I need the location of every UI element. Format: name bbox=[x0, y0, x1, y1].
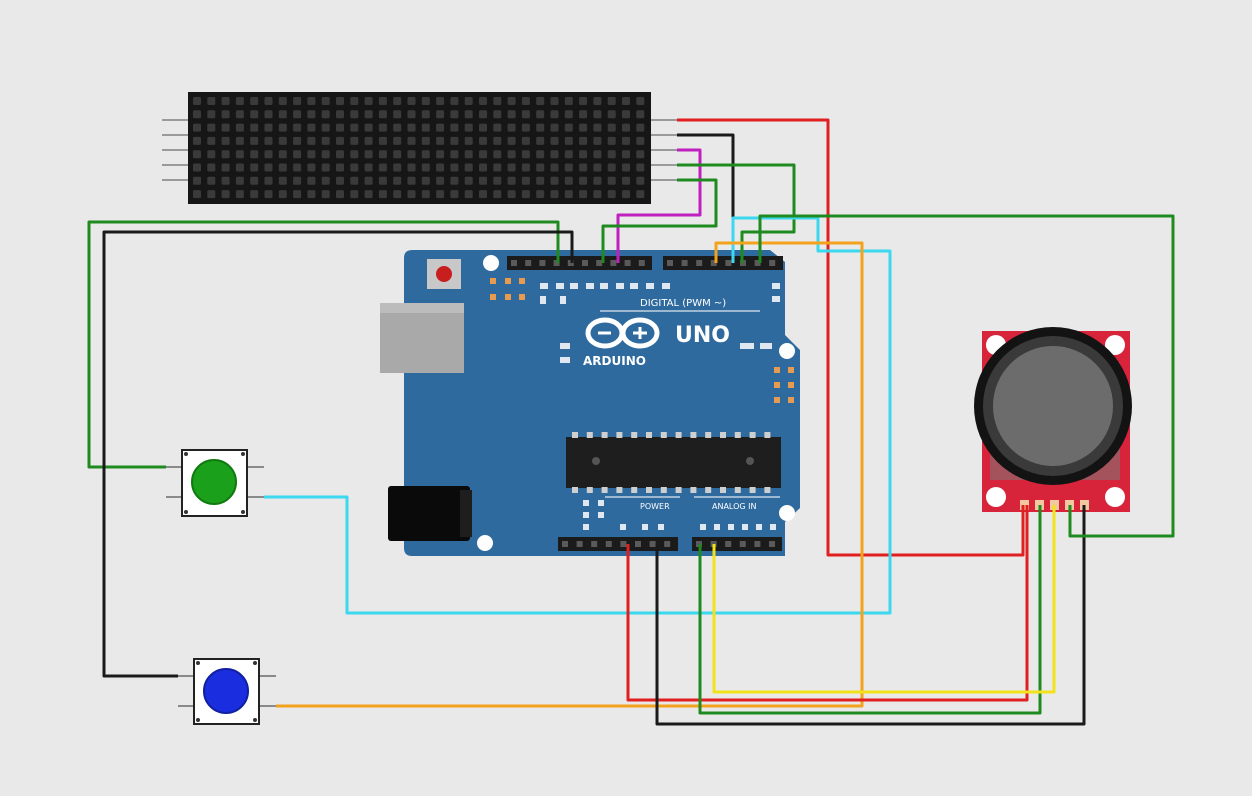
icsp-header bbox=[490, 278, 525, 300]
usb-connector bbox=[380, 303, 464, 373]
arduino-logo-text: ARDUINO bbox=[583, 354, 646, 368]
analog-header bbox=[692, 537, 782, 551]
wire-joystick-vry bbox=[712, 505, 1056, 694]
mounting-hole bbox=[1105, 487, 1125, 507]
wire-joystick-vrx bbox=[698, 505, 1042, 715]
mounting-hole bbox=[477, 535, 493, 551]
mounting-hole bbox=[483, 255, 499, 271]
wire-matrix-din bbox=[616, 148, 702, 263]
wire-blue-button-signal bbox=[102, 230, 574, 678]
joystick-module bbox=[974, 327, 1132, 512]
digital-header-right bbox=[663, 256, 783, 270]
green-pushbutton bbox=[166, 449, 264, 517]
wire-matrix-clk bbox=[601, 178, 718, 263]
power-header bbox=[558, 537, 678, 551]
joystick-thumbstick bbox=[993, 346, 1113, 466]
wire-matrix-vcc bbox=[677, 118, 1025, 557]
wire-joystick-vcc bbox=[626, 505, 1029, 702]
mounting-hole bbox=[779, 505, 795, 521]
arduino-logo-icon bbox=[585, 317, 660, 349]
wire-joystick-gnd bbox=[655, 505, 1086, 726]
blue-pushbutton bbox=[178, 658, 276, 725]
digital-header-left bbox=[507, 256, 652, 270]
board-model-label: UNO bbox=[675, 323, 730, 348]
silkscreen-marks bbox=[540, 283, 780, 530]
wires bbox=[87, 118, 1175, 726]
matrix-output-pins bbox=[651, 119, 677, 181]
wire-blue-button-orange bbox=[276, 241, 864, 708]
power-label: POWER bbox=[640, 502, 670, 511]
power-jack bbox=[388, 486, 470, 541]
arduino-uno-board: DIGITAL (PWM ~) POWER ANALOG IN ARDUINO … bbox=[380, 250, 800, 556]
digital-label: DIGITAL (PWM ~) bbox=[640, 298, 726, 309]
power-analog-pin-holes bbox=[562, 541, 775, 547]
analog-label: ANALOG IN bbox=[712, 502, 757, 511]
mounting-hole bbox=[779, 343, 795, 359]
wire-green-button-signal bbox=[87, 220, 560, 469]
icsp-header-2 bbox=[774, 367, 794, 403]
led-matrix bbox=[162, 92, 677, 204]
matrix-led-grid bbox=[193, 97, 645, 199]
matrix-input-pins bbox=[162, 119, 188, 181]
mounting-hole bbox=[986, 487, 1006, 507]
mounting-hole bbox=[1105, 335, 1125, 355]
wire-joystick-sw bbox=[758, 214, 1175, 538]
atmega-chip bbox=[566, 432, 781, 493]
